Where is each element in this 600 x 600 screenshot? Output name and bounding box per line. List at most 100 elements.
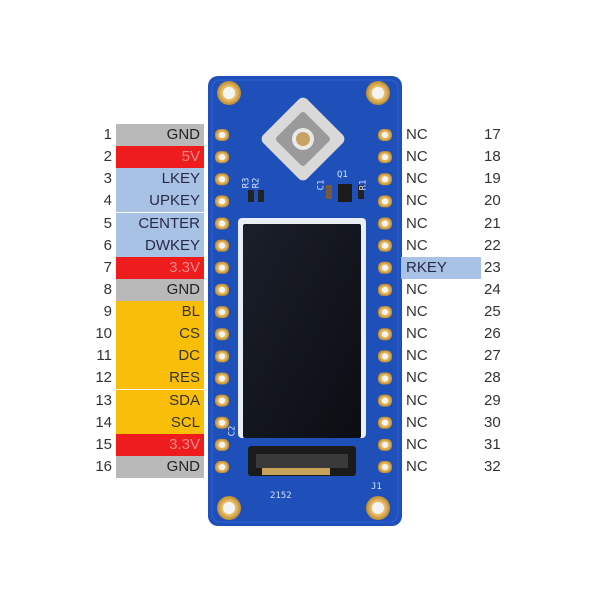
pin-number-20: 20 (484, 192, 501, 210)
pad-8 (215, 283, 229, 296)
pin-number-9: 9 (103, 303, 112, 321)
pin-label-27: NC (406, 347, 428, 365)
silk-r3: R3 (241, 177, 252, 189)
pad-10 (215, 328, 229, 341)
pin-label-3: LKEY (116, 168, 204, 191)
pad-3 (215, 173, 229, 186)
pin-number-3: 3 (103, 170, 112, 188)
pad-4 (215, 195, 229, 208)
pin-number-28: 28 (484, 369, 501, 387)
pin-number-22: 22 (484, 236, 501, 254)
pin-label-12: RES (116, 367, 204, 390)
pin-label-15: 3.3V (116, 433, 204, 456)
pad-24 (378, 283, 392, 296)
pad-2 (215, 151, 229, 164)
silk-r1: R1 (358, 179, 369, 191)
pad-12 (215, 372, 229, 385)
pad-18 (378, 151, 392, 164)
pin-number-10: 10 (95, 325, 112, 343)
pin-number-1: 1 (103, 126, 112, 143)
pad-32 (378, 460, 392, 473)
silk-bottom-code: 2152 (270, 491, 292, 501)
pin-number-2: 2 (103, 148, 112, 166)
pin-label-16: GND (116, 455, 204, 478)
lcd-screen (243, 224, 361, 438)
pad-15 (215, 438, 229, 451)
pin-label-22: NC (406, 236, 428, 254)
pin-label-30: NC (406, 413, 428, 431)
pad-17 (378, 129, 392, 141)
pin-label-9: BL (116, 301, 204, 324)
pin-label-21: NC (406, 214, 428, 232)
pin-number-14: 14 (95, 413, 112, 431)
pin-number-25: 25 (484, 303, 501, 321)
pin-number-12: 12 (95, 369, 112, 387)
pad-28 (378, 372, 392, 385)
pin-label-24: NC (406, 280, 428, 298)
pin-number-5: 5 (103, 214, 112, 232)
pin-label-17: NC (406, 126, 428, 143)
pin-number-11: 11 (96, 347, 112, 365)
pin-label-32: NC (406, 457, 428, 475)
pin-number-16: 16 (95, 457, 112, 475)
pin-label-14: SCL (116, 411, 204, 434)
joystick (261, 97, 345, 181)
pin-number-26: 26 (484, 325, 501, 343)
pin-number-8: 8 (103, 280, 112, 298)
pad-14 (215, 416, 229, 429)
silk-q1: Q1 (337, 170, 348, 180)
pin-label-8: GND (116, 278, 204, 301)
pad-25 (378, 306, 392, 319)
pin-label-5: CENTER (116, 212, 204, 235)
pad-13 (215, 394, 229, 407)
pin-label-28: NC (406, 369, 428, 387)
pad-11 (215, 350, 229, 363)
silk-j1: J1 (371, 482, 382, 492)
pin-label-19: NC (406, 170, 428, 188)
pin-label-7: 3.3V (116, 256, 204, 279)
pin-number-24: 24 (484, 280, 501, 298)
pad-20 (378, 195, 392, 208)
pad-23 (378, 261, 392, 274)
pad-9 (215, 306, 229, 319)
pin-label-6: DWKEY (116, 234, 204, 257)
pad-6 (215, 239, 229, 252)
pad-21 (378, 217, 392, 230)
pin-label-31: NC (406, 435, 428, 453)
pin-number-30: 30 (484, 413, 501, 431)
pad-22 (378, 239, 392, 252)
pin-label-11: DC (116, 345, 204, 368)
pin-number-18: 18 (484, 148, 501, 166)
pin-label-26: NC (406, 325, 428, 343)
silk-r2: R2 (251, 177, 262, 189)
pin-label-2: 5V (116, 146, 204, 169)
pin-number-13: 13 (95, 391, 112, 409)
mounting-holes (217, 81, 390, 520)
pin-number-19: 19 (484, 170, 501, 188)
pin-number-29: 29 (484, 391, 501, 409)
pin-number-7: 7 (103, 258, 112, 276)
pad-19 (378, 173, 392, 186)
pin-number-17: 17 (484, 126, 501, 143)
pin-number-21: 21 (484, 214, 501, 232)
pad-1 (215, 129, 229, 141)
pin-label-29: NC (406, 391, 428, 409)
pin-number-31: 31 (484, 435, 501, 453)
pad-27 (378, 350, 392, 363)
silk-c1: C1 (316, 179, 327, 191)
pad-31 (378, 438, 392, 451)
pin-number-32: 32 (484, 457, 501, 475)
pin-number-6: 6 (103, 236, 112, 254)
pin-label-25: NC (406, 303, 428, 321)
pin-label-23: RKEY (401, 256, 481, 279)
pad-30 (378, 416, 392, 429)
pin-label-18: NC (406, 148, 428, 166)
pad-5 (215, 217, 229, 230)
pad-26 (378, 328, 392, 341)
pin-number-27: 27 (484, 347, 501, 365)
pad-7 (215, 261, 229, 274)
pad-16 (215, 460, 229, 473)
pin-label-4: UPKEY (116, 190, 204, 213)
